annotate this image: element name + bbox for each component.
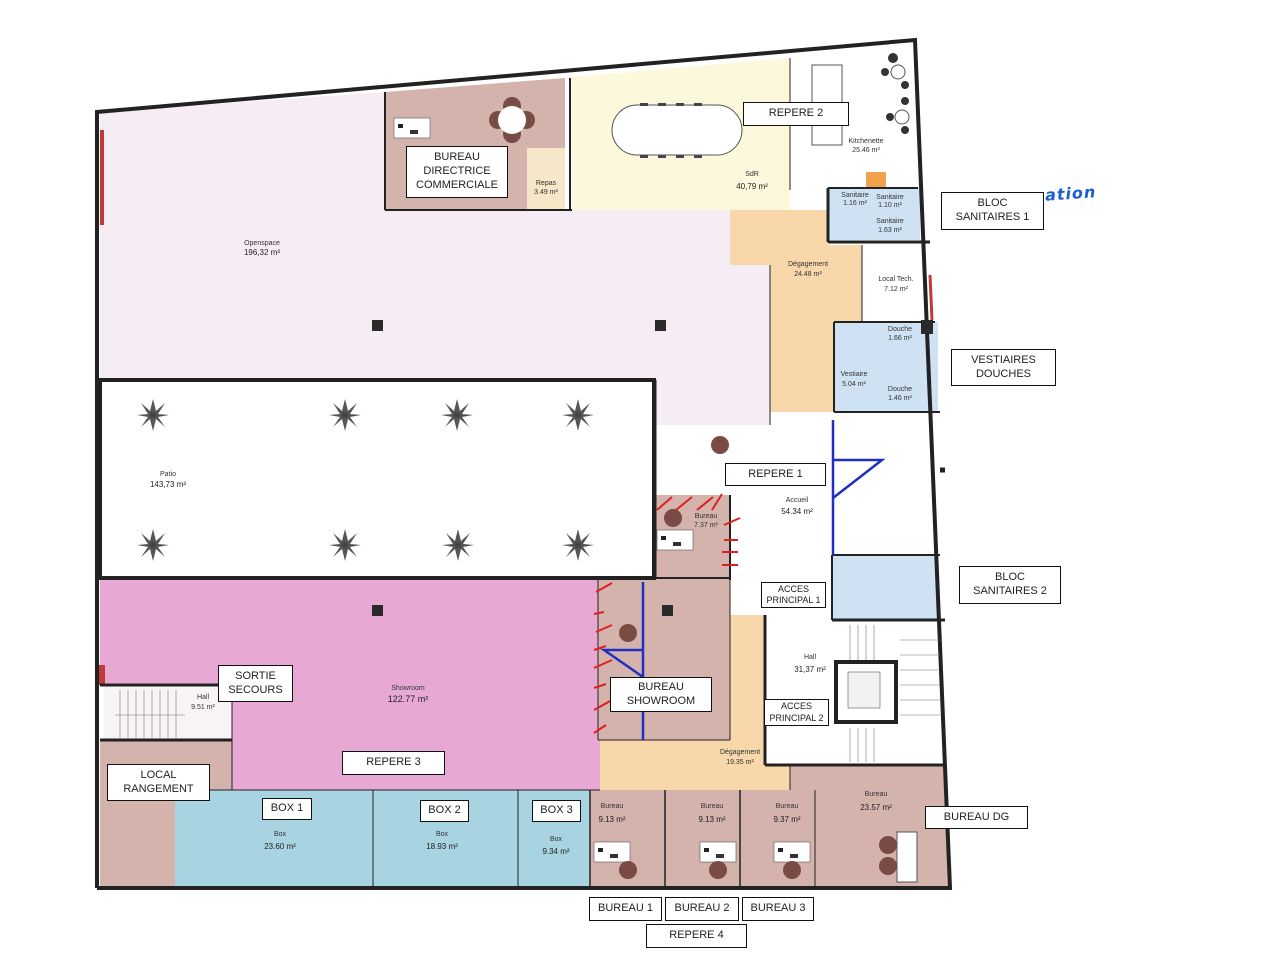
room-patio[interactable] — [100, 382, 652, 578]
callout-bureau-1: BUREAU 1 — [589, 897, 662, 921]
callout-acces-principal-1: ACCES PRINCIPAL 1 — [761, 582, 826, 608]
room-bureau-2[interactable] — [665, 790, 740, 888]
svg-text:Sanitaire: Sanitaire — [876, 218, 904, 225]
svg-text:Box: Box — [274, 831, 287, 838]
callout-box-1: BOX 1 — [262, 798, 312, 820]
svg-text:Repas: Repas — [536, 180, 557, 187]
svg-text:Dégagement: Dégagement — [788, 261, 828, 268]
svg-text:1.10 m²: 1.10 m² — [878, 202, 902, 209]
callout-bureau-dg: BUREAU DG — [925, 806, 1028, 829]
svg-text:1.16 m²: 1.16 m² — [843, 200, 867, 207]
callout-local-rangement: LOCAL RANGEMENT — [107, 764, 210, 801]
office-desks — [593, 436, 918, 883]
callout-repere-2: REPERE 2 — [743, 102, 849, 126]
callout-box-3: BOX 3 — [532, 800, 581, 822]
svg-text:Bureau: Bureau — [695, 513, 718, 520]
svg-text:196,32 m²: 196,32 m² — [244, 248, 280, 257]
svg-text:Vestiaire: Vestiaire — [841, 371, 868, 378]
svg-text:9.51 m²: 9.51 m² — [191, 704, 215, 711]
svg-text:9.13 m²: 9.13 m² — [698, 815, 725, 824]
callout-acces-principal-2: ACCES PRINCIPAL 2 — [764, 699, 829, 726]
svg-text:Bureau: Bureau — [776, 803, 799, 810]
blue-marks — [599, 420, 886, 740]
svg-text:1.63 m²: 1.63 m² — [878, 227, 902, 234]
room-repas[interactable] — [527, 148, 565, 210]
svg-text:Box: Box — [550, 836, 563, 843]
svg-text:18.93 m²: 18.93 m² — [426, 842, 458, 851]
room-degagement-top[interactable] — [730, 210, 862, 412]
svg-text:Sanitaire: Sanitaire — [841, 192, 869, 199]
svg-text:Box: Box — [436, 831, 449, 838]
room-bureau-3[interactable] — [740, 790, 815, 888]
walls — [95, 37, 953, 890]
callout-bloc-sanitaires-2: BLOC SANITAIRES 2 — [959, 566, 1061, 604]
room-openspace[interactable] — [100, 92, 770, 425]
svg-text:Dégagement: Dégagement — [720, 749, 760, 756]
svg-text:3.49 m²: 3.49 m² — [534, 189, 558, 196]
room-showroom[interactable] — [100, 580, 600, 790]
callout-bloc-sanitaires-1: BLOC SANITAIRES 1 — [941, 192, 1044, 230]
svg-text:Bureau: Bureau — [865, 791, 888, 798]
svg-text:23.57 m²: 23.57 m² — [860, 803, 892, 812]
svg-text:Bureau: Bureau — [701, 803, 724, 810]
svg-text:25.46 m²: 25.46 m² — [852, 147, 880, 154]
round-table — [489, 97, 535, 143]
callout-vestiaires-douches: VESTIAIRES DOUCHES — [951, 349, 1056, 386]
svg-text:Patio: Patio — [160, 471, 176, 478]
svg-text:24.48 m²: 24.48 m² — [794, 271, 822, 278]
room-sanitaires-1[interactable] — [828, 188, 920, 240]
svg-text:Kitchenette: Kitchenette — [848, 138, 883, 145]
svg-text:SdR: SdR — [745, 171, 759, 178]
red-marks — [593, 493, 741, 734]
callout-repere-1: REPERE 1 — [725, 463, 826, 486]
svg-text:143,73 m²: 143,73 m² — [150, 480, 186, 489]
svg-text:Bureau: Bureau — [601, 803, 624, 810]
svg-text:40,79 m²: 40,79 m² — [736, 182, 768, 191]
svg-text:Openspace: Openspace — [244, 240, 280, 247]
room-degagement-bottom[interactable] — [600, 615, 790, 790]
room-local-tech[interactable] — [862, 245, 924, 322]
callout-bureau-directrice: BUREAU DIRECTRICE COMMERCIALE — [406, 146, 508, 198]
svg-text:19.35 m²: 19.35 m² — [726, 759, 754, 766]
svg-text:7.37 m²: 7.37 m² — [694, 522, 718, 529]
room-vestiaires[interactable] — [834, 322, 938, 412]
callout-box-2: BOX 2 — [420, 800, 469, 822]
callout-repere-4: REPERE 4 — [646, 924, 747, 948]
svg-text:54.34 m²: 54.34 m² — [781, 507, 813, 516]
svg-text:23.60 m²: 23.60 m² — [264, 842, 296, 851]
callout-repere-3: REPERE 3 — [342, 751, 445, 775]
room-sanitaires-2[interactable] — [832, 555, 938, 620]
svg-text:1.46 m²: 1.46 m² — [888, 395, 912, 402]
room-labels: Openspace 196,32 m² Patio 143,73 m² Show… — [150, 138, 914, 856]
svg-text:122.77 m²: 122.77 m² — [388, 694, 429, 704]
svg-text:9.13 m²: 9.13 m² — [598, 815, 625, 824]
callout-bureau-3: BUREAU 3 — [742, 897, 814, 921]
svg-text:Hall: Hall — [197, 694, 210, 701]
callout-bureau-2: BUREAU 2 — [665, 897, 739, 921]
svg-text:1.66 m²: 1.66 m² — [888, 335, 912, 342]
meeting-table — [611, 103, 743, 158]
callout-bureau-showroom: BUREAU SHOWROOM — [610, 677, 712, 712]
svg-text:9.34 m²: 9.34 m² — [542, 847, 569, 856]
svg-text:31,37 m²: 31,37 m² — [794, 665, 826, 674]
stairs — [115, 625, 940, 762]
callout-sortie-secours: SORTIE SECOURS — [218, 665, 293, 702]
handwritten-note: ation — [1044, 182, 1097, 205]
svg-text:Sanitaire: Sanitaire — [876, 194, 904, 201]
svg-text:5.04 m²: 5.04 m² — [842, 381, 866, 388]
kitchen-table — [811, 53, 910, 146]
pillars — [372, 320, 933, 616]
svg-text:Hall: Hall — [804, 654, 817, 661]
svg-text:Douche: Douche — [888, 326, 912, 333]
svg-text:7.12 m²: 7.12 m² — [884, 286, 908, 293]
svg-text:Local Tech.: Local Tech. — [878, 276, 913, 283]
svg-text:Douche: Douche — [888, 386, 912, 393]
svg-text:9.37 m²: 9.37 m² — [773, 815, 800, 824]
svg-text:Showroom: Showroom — [391, 685, 425, 692]
svg-text:Accueil: Accueil — [786, 497, 809, 504]
